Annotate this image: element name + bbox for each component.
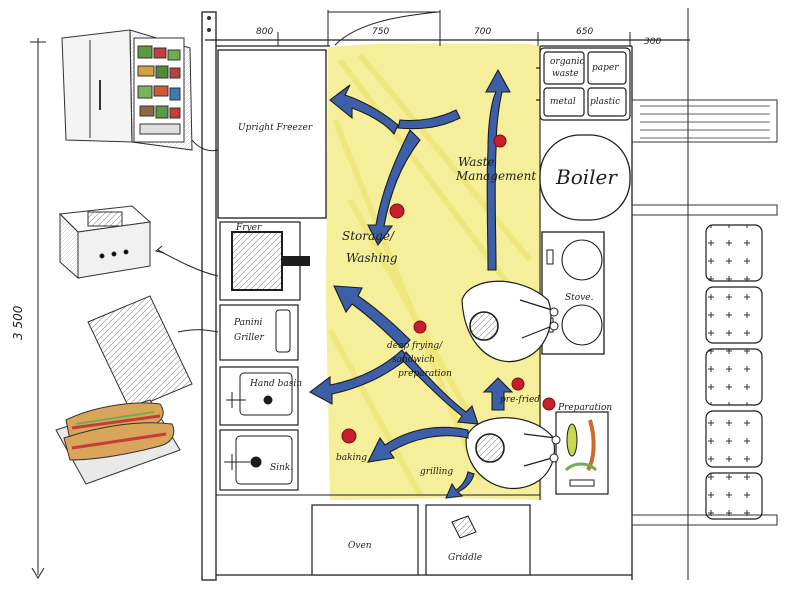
waste-label-2: Management [455,169,536,183]
bin-organic-label-1: organic [550,57,585,67]
upright-freezer: Upright Freezer [217,49,327,219]
bench-seats [705,224,763,520]
preparation-label: Preparation [557,403,612,413]
panini-label-2: Griller [234,333,264,343]
dim-label-700: 700 [474,27,491,37]
dim-label-300: 300 [644,37,661,47]
fryer-label: Fryer [235,223,262,233]
corridor-shelving [631,99,778,526]
sink: Sink. [219,429,299,491]
dim-label-650: 650 [576,27,593,37]
stove: Stove. [541,231,605,355]
boiler: Boiler [539,134,631,221]
panini-griller: Panini Griller [219,304,299,361]
workflow-arrows [308,68,514,499]
hand-basin-label: Hand basin [249,379,302,389]
walls [201,11,633,581]
deep-frying-label-1: deep frying/ [387,341,443,351]
storage-label-1: Storage/ [342,229,396,243]
dim-label-750: 750 [372,27,389,37]
dim-label-800: 800 [256,27,273,37]
panini-label-1: Panini [233,318,262,328]
bin-plastic-label: plastic [590,97,620,107]
sink-label: Sink. [270,463,293,473]
deep-frying-label-2: sandwich [392,355,435,365]
oven-label: Oven [348,541,372,551]
boiler-label: Boiler [555,165,618,189]
storage-label-2: Washing [346,251,398,265]
bin-organic-label-2: waste [552,69,579,79]
stove-label: Stove. [565,293,594,303]
preparation-counter: Preparation [555,403,612,495]
fryer: Fryer [219,221,310,301]
top-dimension-line: 800 750 700 650 300 [205,8,690,580]
window-marks [207,16,211,32]
pre-fried-label: pre-fried [500,395,540,405]
bin-metal-label: metal [550,97,576,107]
upright-freezer-label: Upright Freezer [238,123,313,133]
bin-paper-label: paper [592,63,619,73]
griddle-label: Griddle [448,553,482,563]
baking-label: baking [336,453,367,463]
oven: Oven [311,504,419,576]
waste-label-1: Waste [458,155,495,169]
worker-stove [461,280,559,363]
fryer-illustration [58,205,152,280]
worker-prep [465,417,561,490]
waste-bins: organic waste paper metal plastic [536,47,631,121]
zone-labels: Waste Management Storage/ Washing deep f… [336,155,540,477]
freezer-illustration [61,29,193,151]
deep-frying-label-3: preparation [398,369,452,379]
grilling-label: grilling [420,467,453,477]
panini-illustration [55,295,193,485]
side-dimension-line: 3 500 [11,38,46,579]
hand-basin: Hand basin [219,366,302,426]
griddle: Griddle [425,504,531,576]
step-markers [341,134,556,444]
dim-label-side: 3 500 [11,305,25,340]
